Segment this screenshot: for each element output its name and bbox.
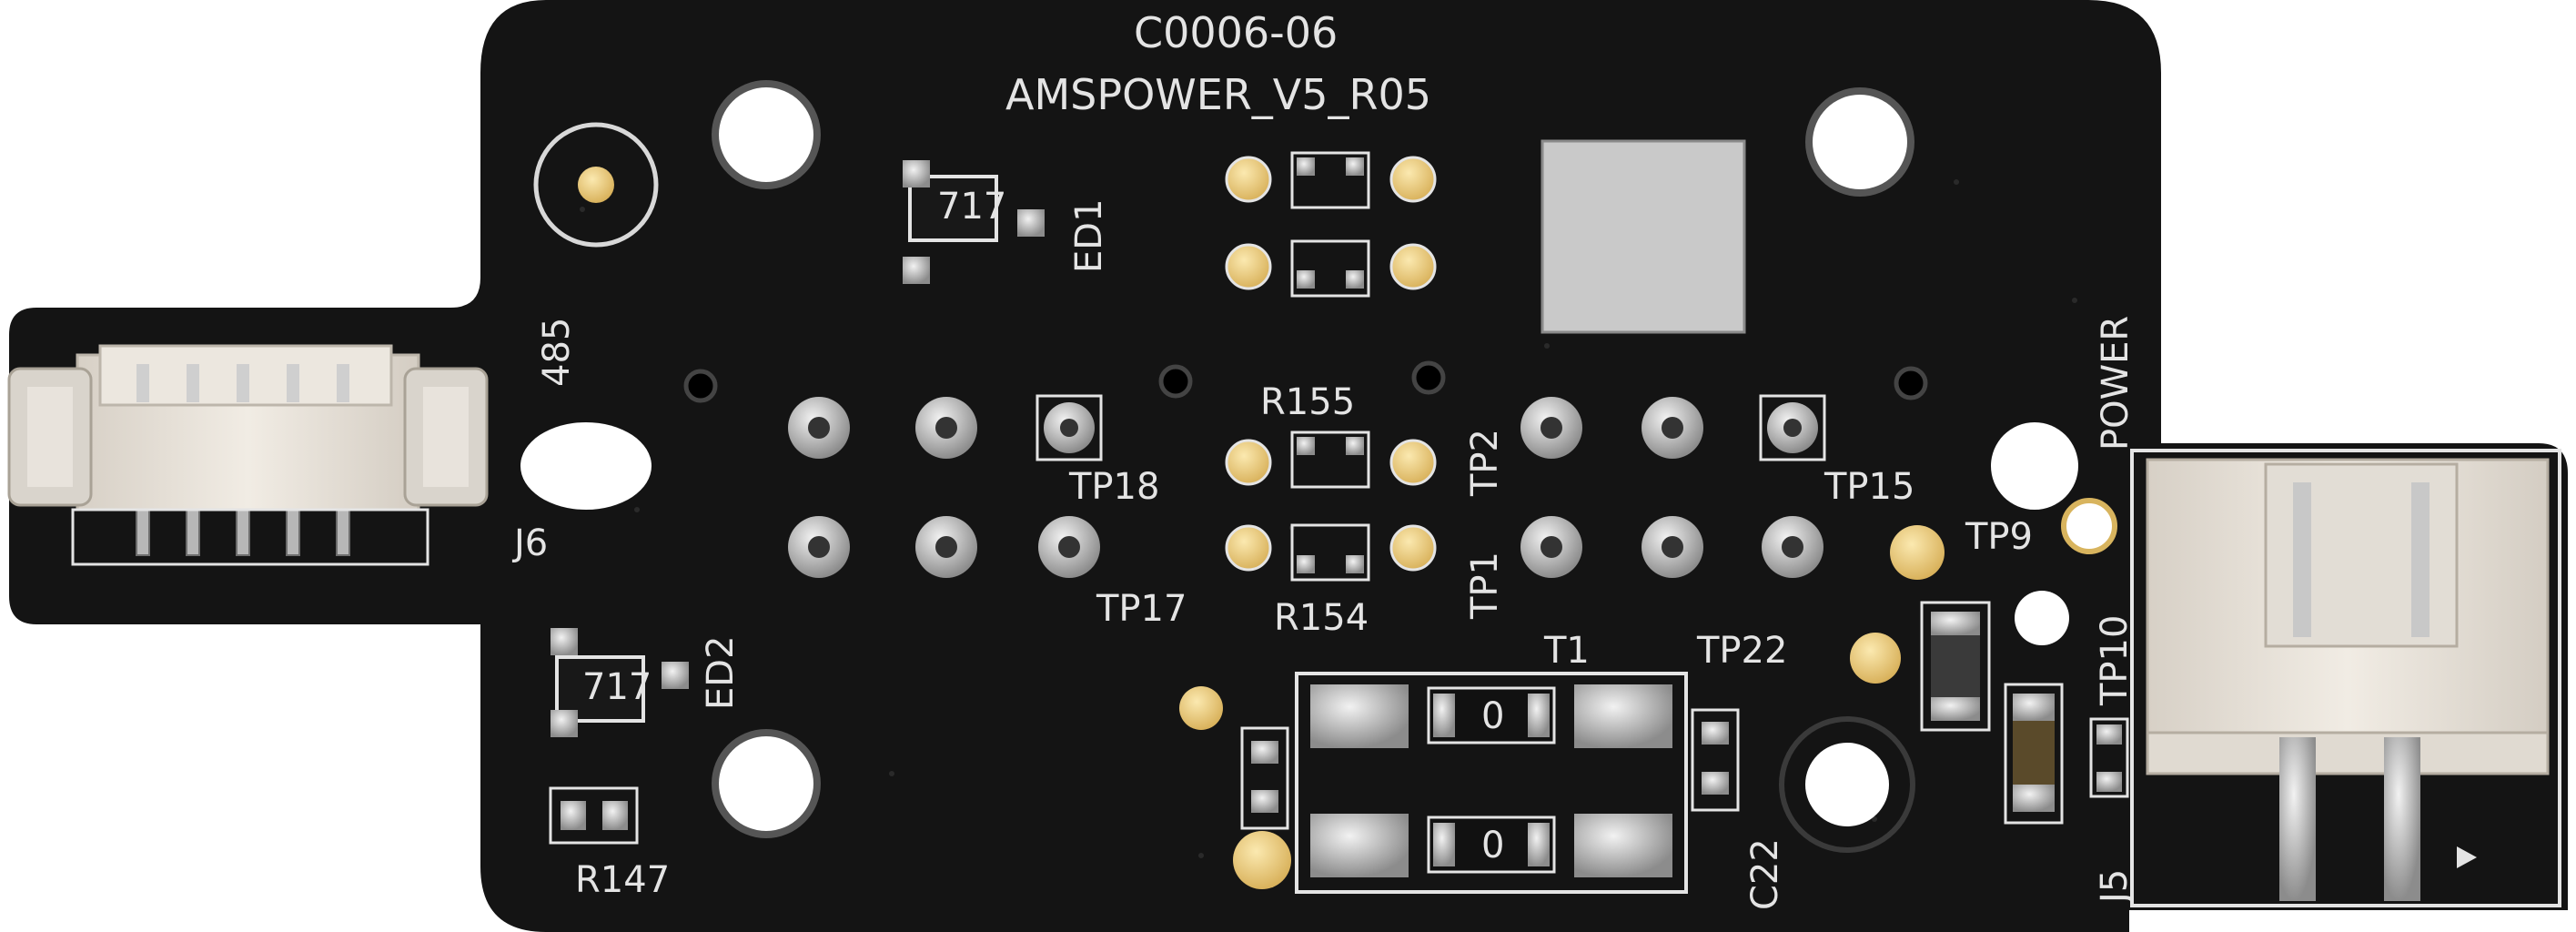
- label-j5: J5: [2094, 869, 2136, 906]
- small-capacitors: [1240, 708, 1740, 830]
- label-j6: J6: [511, 522, 548, 564]
- board-name: AMSPOWER_V5_R05: [1005, 70, 1431, 119]
- pcb-board: [9, 0, 2568, 932]
- label-tp10: TP10: [2094, 615, 2136, 706]
- resistor-r147: [549, 786, 639, 845]
- pad-cluster-middle: [1225, 431, 1437, 582]
- right-components: [1920, 601, 2129, 825]
- test-pad-ring: [533, 122, 659, 248]
- label-c22: C22: [1744, 838, 1786, 910]
- svg-text:0: 0: [1481, 695, 1504, 737]
- label-tp1: TP1: [1464, 552, 1506, 620]
- through-holes-right: [1520, 394, 1826, 578]
- chip-ed1: 717: [903, 160, 1045, 284]
- label-tp15: TP15: [1823, 466, 1914, 508]
- label-t1: T1: [1543, 630, 1590, 672]
- part-number: C0006-06: [1134, 8, 1338, 57]
- svg-text:717: 717: [937, 186, 1006, 228]
- label-ed2: ED2: [700, 635, 742, 710]
- svg-text:0: 0: [1481, 825, 1504, 866]
- label-r154: R154: [1274, 597, 1369, 639]
- mounting-hole-bottom-center: [1779, 716, 1915, 853]
- gold-test-points: [1179, 498, 2117, 889]
- label-r155: R155: [1260, 381, 1355, 423]
- mounting-holes: [520, 80, 2078, 853]
- slot-hole-left: [520, 422, 652, 510]
- svg-text:717: 717: [582, 666, 652, 708]
- label-tp17: TP17: [1096, 588, 1187, 630]
- shield-pad: [1541, 139, 1746, 334]
- chip-ed2: 717: [551, 628, 689, 737]
- label-tp2: TP2: [1464, 429, 1506, 497]
- label-tp22: TP22: [1696, 630, 1787, 672]
- pad-cluster-top: [1225, 151, 1437, 298]
- connector-j6: [7, 344, 489, 566]
- vias: [683, 360, 1928, 403]
- component-t1: 0 0: [1295, 672, 1688, 894]
- through-holes-left: [788, 394, 1103, 578]
- connector-j5: [2130, 449, 2561, 907]
- triangle-icon: [2457, 846, 2477, 868]
- label-tp9: TP9: [1965, 516, 2033, 558]
- hole-right: [1991, 422, 2078, 510]
- label-tp18: TP18: [1068, 466, 1159, 508]
- label-485: 485: [536, 318, 578, 387]
- label-ed1: ED1: [1068, 198, 1110, 273]
- label-r147: R147: [575, 859, 670, 901]
- label-power: POWER: [2095, 316, 2137, 451]
